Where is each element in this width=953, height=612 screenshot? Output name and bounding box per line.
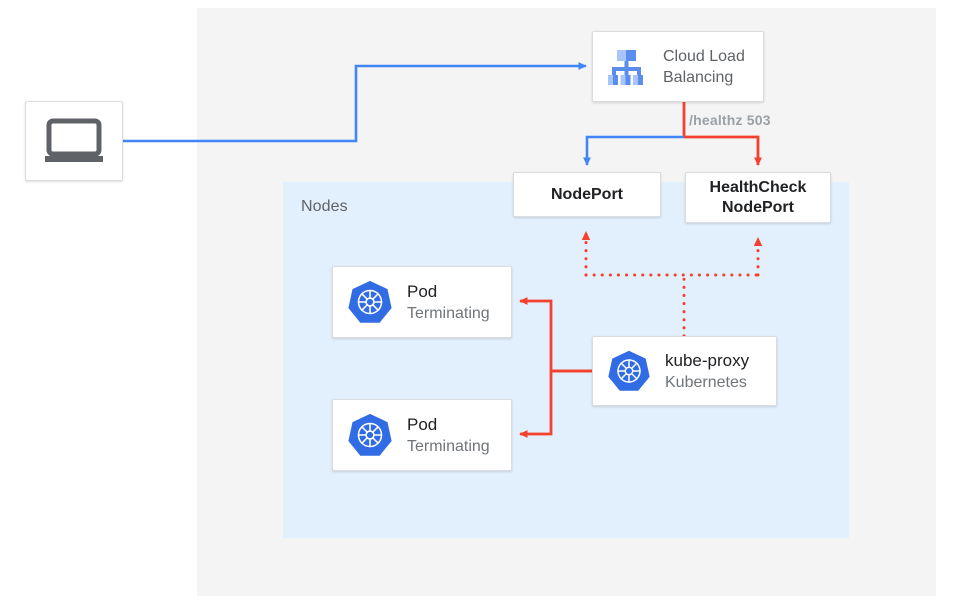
kubernetes-icon: [347, 412, 393, 458]
nodeport-box[interactable]: NodePort: [513, 172, 661, 217]
client-box[interactable]: [25, 101, 123, 181]
kube-proxy-subtitle: Kubernetes: [665, 373, 747, 391]
cloud-load-balancing-icon: [603, 44, 649, 90]
cloud-load-balancing-label-line1: Cloud Load: [663, 47, 745, 65]
kube-proxy-box[interactable]: kube-proxy Kubernetes: [592, 336, 777, 406]
pod-title: Pod: [407, 281, 438, 301]
laptop-icon: [44, 118, 104, 164]
nodes-panel-label: Nodes: [301, 198, 348, 215]
pod-title: Pod: [407, 414, 438, 434]
pod-status: Terminating: [407, 437, 490, 455]
healthcheck-nodeport-label-line1: HealthCheck: [709, 178, 807, 196]
healthz-annotation: /healthz 503: [689, 112, 771, 128]
cloud-load-balancing-label-line2: Balancing: [663, 68, 734, 86]
healthcheck-nodeport-box[interactable]: HealthCheck NodePort: [685, 172, 831, 223]
kubernetes-icon: [347, 279, 393, 325]
kube-proxy-title: kube-proxy: [665, 350, 750, 370]
nodeport-label: NodePort: [551, 185, 623, 203]
pod-status: Terminating: [407, 304, 490, 322]
healthcheck-nodeport-label-line2: NodePort: [721, 198, 794, 216]
pod-box-1[interactable]: Pod Terminating: [332, 266, 512, 338]
cloud-load-balancing-box[interactable]: Cloud Load Balancing: [592, 31, 764, 102]
kubernetes-icon: [607, 349, 651, 393]
pod-box-2[interactable]: Pod Terminating: [332, 399, 512, 471]
